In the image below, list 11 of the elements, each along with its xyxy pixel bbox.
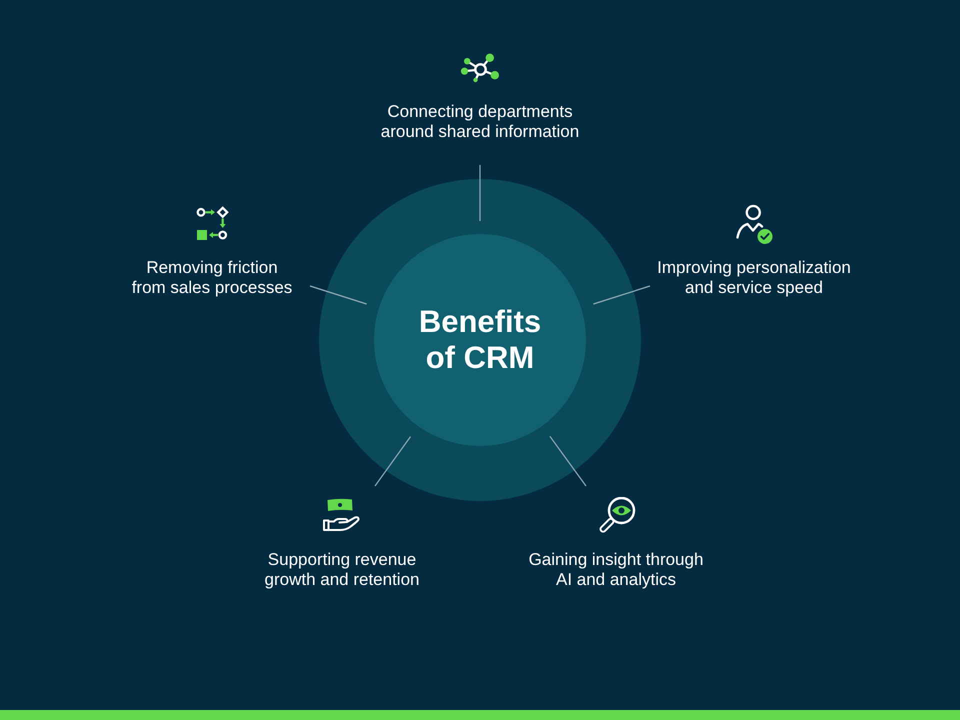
connector-line [310, 285, 367, 305]
connector-line [374, 436, 411, 486]
connector-line [549, 436, 586, 486]
benefit-label: Connecting departments around shared information [380, 102, 580, 142]
benefit-label: Gaining insight through AI and analytics [528, 550, 704, 590]
connector-line [593, 285, 650, 305]
benefit-label: Improving personalization and service speed [656, 258, 852, 298]
connector-line [479, 165, 481, 221]
benefit-label: Supporting revenue growth and retention [264, 550, 420, 590]
benefit-label: Removing friction from sales processes [130, 258, 294, 298]
center-title: Benefits of CRM [418, 304, 542, 376]
